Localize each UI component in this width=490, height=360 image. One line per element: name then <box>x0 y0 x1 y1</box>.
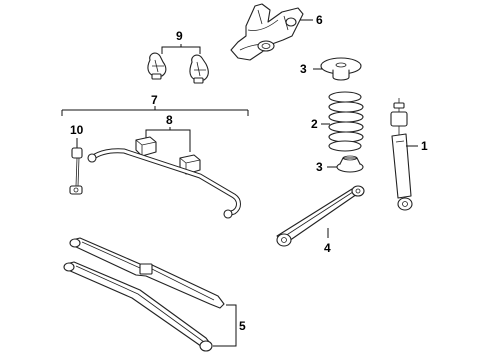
upper-trailing-arm-part <box>69 237 225 309</box>
stabilizer-bar-part <box>87 148 241 219</box>
knuckle-bracket-part <box>230 3 304 61</box>
callout-8: 8 <box>166 113 173 127</box>
lower-spring-seat-part <box>336 155 364 173</box>
callout-5-leader <box>213 304 237 347</box>
callout-7: 7 <box>151 93 158 107</box>
callout-9-leader <box>161 46 201 54</box>
bushing-left-part <box>135 136 157 157</box>
callout-4: 4 <box>324 241 331 255</box>
clamp-left-part <box>147 52 167 80</box>
callout-3-upper: 3 <box>300 62 307 76</box>
lower-arm-part <box>276 185 365 247</box>
callout-8-leader <box>145 129 191 152</box>
shock-absorber-part <box>390 98 413 211</box>
callout-1: 1 <box>421 139 428 153</box>
callout-9: 9 <box>176 29 183 43</box>
callout-5: 5 <box>239 319 246 333</box>
callout-2: 2 <box>311 117 318 131</box>
clamp-right-part <box>189 54 209 84</box>
callout-3-lower: 3 <box>316 160 323 174</box>
callout-6: 6 <box>316 13 323 27</box>
coil-spring-part <box>328 91 364 152</box>
upper-spring-seat-part <box>320 57 362 81</box>
lower-trailing-arm-part <box>63 261 213 352</box>
callout-10: 10 <box>70 123 84 137</box>
stabilizer-link-part <box>69 147 83 195</box>
